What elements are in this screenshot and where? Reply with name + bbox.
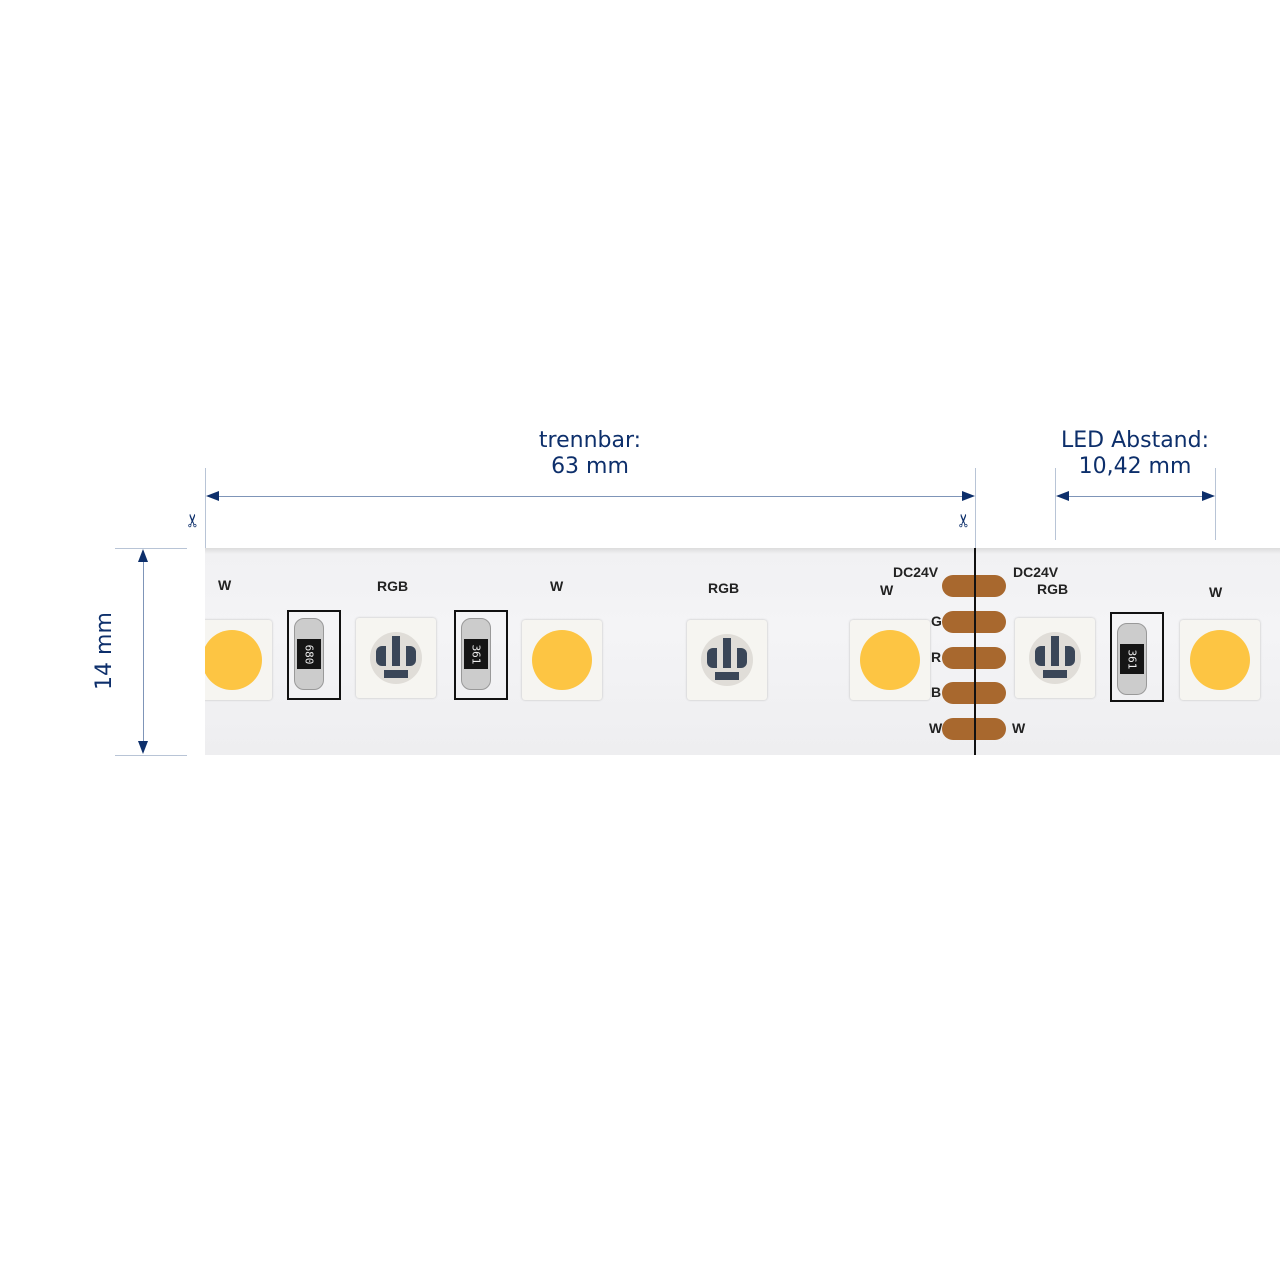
led-phosphor — [532, 630, 592, 690]
led-phosphor — [205, 630, 262, 690]
white-led — [1180, 620, 1260, 700]
led-label-rgb: RGB — [377, 578, 409, 594]
led-spacing-dimension-line — [1060, 496, 1210, 497]
led-spacing-title: LED Abstand: — [1061, 428, 1209, 453]
white-led — [850, 620, 930, 700]
led-label-rgb: RGB — [708, 580, 740, 596]
resistor-code: 361 — [1125, 649, 1139, 669]
rgb-die — [370, 632, 422, 684]
separable-length-label: trennbar: 63 mm — [490, 428, 690, 480]
led-phosphor — [1190, 630, 1250, 690]
width-dimension-line — [143, 553, 144, 750]
arrow-right-icon — [1202, 491, 1215, 501]
pad-label-w: W — [929, 720, 943, 736]
resistor-footprint — [1110, 612, 1164, 702]
pad-label-g: G — [931, 613, 942, 629]
arrow-up-icon — [138, 549, 148, 562]
resistor: 361 — [461, 618, 491, 690]
rgb-led — [356, 618, 436, 698]
led-label-rgb: RGB — [1037, 581, 1069, 597]
voltage-label: DC24V — [893, 564, 939, 580]
separable-dimension-line — [210, 496, 970, 497]
scissors-icon: ✂ — [183, 512, 205, 529]
pad-label-r: R — [931, 649, 942, 665]
arrow-left-icon — [206, 491, 219, 501]
voltage-label: DC24V — [1013, 564, 1059, 580]
led-spacing-label: LED Abstand: 10,42 mm — [1035, 428, 1235, 480]
scissors-icon: ✂ — [954, 512, 976, 529]
white-led — [522, 620, 602, 700]
separable-extension-right — [975, 468, 976, 548]
led-label-w: W — [880, 582, 894, 598]
led-phosphor — [860, 630, 920, 690]
pad-label-w-right: W — [1012, 720, 1026, 736]
pad-label-b: B — [931, 684, 942, 700]
width-value: 14 mm — [92, 612, 117, 690]
arrow-right-icon — [962, 491, 975, 501]
rgb-led — [687, 620, 767, 700]
resistor: 680 — [294, 618, 324, 690]
width-extension-bottom — [115, 755, 187, 756]
rgb-die — [701, 634, 753, 686]
led-spacing-extension-left — [1055, 468, 1056, 540]
resistor-code: 680 — [302, 644, 316, 664]
arrow-down-icon — [138, 741, 148, 754]
led-label-w: W — [550, 578, 564, 594]
width-extension-top — [115, 548, 187, 549]
separable-extension-left — [205, 468, 206, 548]
arrow-left-icon — [1056, 491, 1069, 501]
resistor-code: 361 — [469, 644, 483, 664]
rgb-led — [1015, 618, 1095, 698]
resistor-footprint — [454, 610, 508, 700]
led-label-w: W — [1209, 584, 1223, 600]
white-led — [205, 620, 272, 700]
resistor-footprint — [287, 610, 341, 700]
led-spacing-value: 10,42 mm — [1078, 454, 1192, 479]
rgb-die — [1029, 632, 1081, 684]
cut-line — [974, 548, 976, 755]
led-spacing-extension-right — [1215, 468, 1216, 540]
resistor: 361 — [1117, 623, 1147, 695]
led-label-w: W — [218, 577, 232, 593]
led-strip: W RGB W RGB W DC24V DC24V RGB W 680 361 … — [205, 548, 1280, 755]
separable-value: 63 mm — [551, 454, 629, 479]
separable-label: trennbar: — [538, 428, 642, 453]
